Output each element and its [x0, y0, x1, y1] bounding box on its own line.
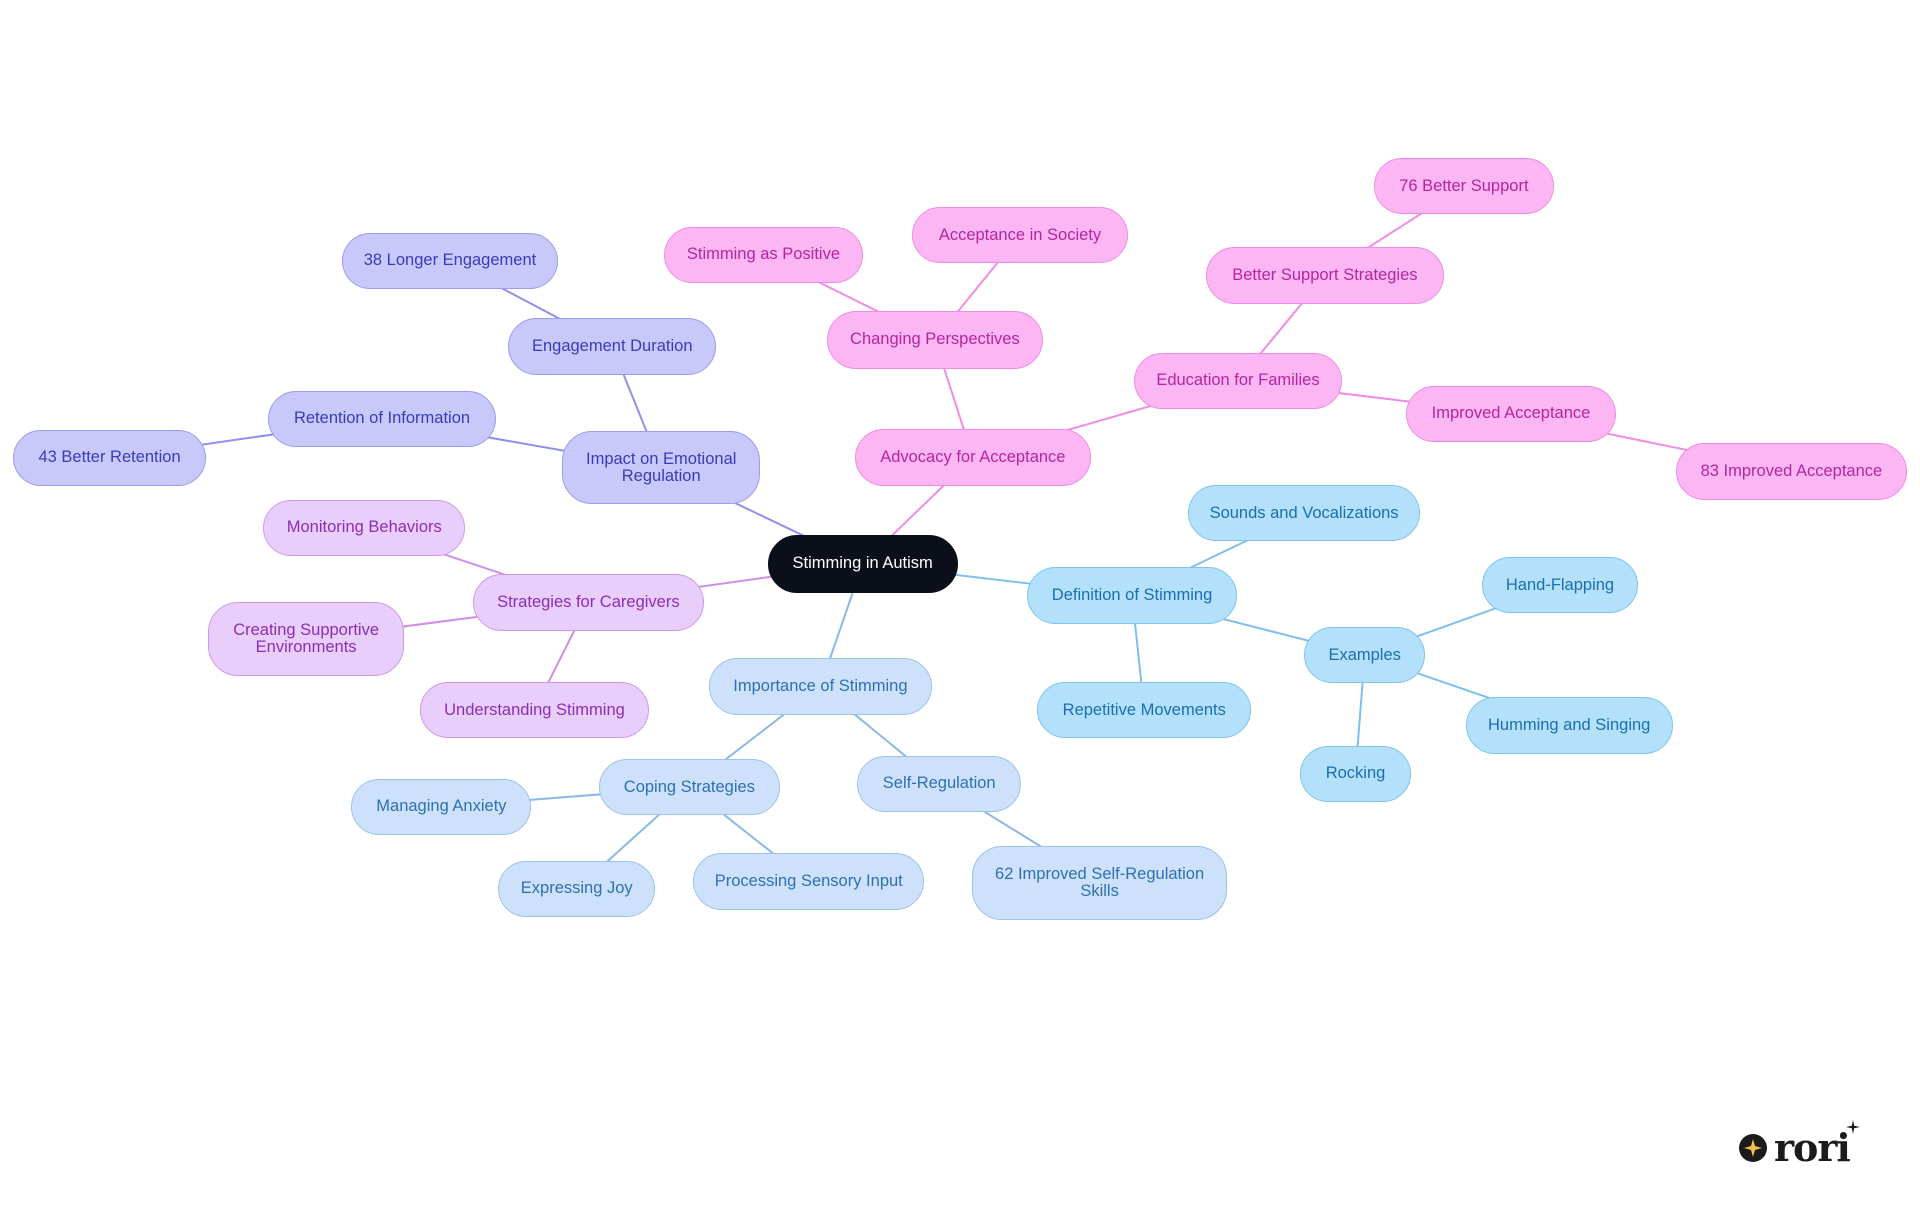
node-self-regulation[interactable]: Self-Regulation: [857, 755, 1022, 812]
node-label: Understanding Stimming: [444, 700, 625, 719]
node-38-longer-engagement[interactable]: 38 Longer Engagement: [341, 232, 559, 289]
node-advocacy-for-acceptance[interactable]: Advocacy for Acceptance: [854, 428, 1091, 487]
node-83-improved-acceptance[interactable]: 83 Improved Acceptance: [1676, 443, 1907, 500]
node-strategies-for-caregivers[interactable]: Strategies for Caregivers: [472, 574, 705, 631]
node-label: Stimming as Positive: [686, 245, 841, 264]
node-label: Education for Families: [1156, 371, 1320, 390]
central-topic[interactable]: Stimming in Autism: [767, 535, 958, 593]
node-label: 62 Improved Self-Regulation Skills: [995, 864, 1205, 900]
node-label: 38 Longer Engagement: [363, 251, 537, 270]
node-label: Repetitive Movements: [1062, 700, 1226, 719]
node-label: Monitoring Behaviors: [286, 518, 442, 537]
sparkle-icon: [1846, 1120, 1860, 1134]
node-monitoring-behaviors[interactable]: Monitoring Behaviors: [263, 499, 466, 556]
node-62-improved-self-regulation-skills[interactable]: 62 Improved Self-Regulation Skills: [972, 846, 1227, 920]
node-76-better-support[interactable]: 76 Better Support: [1373, 157, 1554, 215]
node-label: Definition of Stimming: [1051, 586, 1213, 605]
node-creating-supportive-environments[interactable]: Creating Supportive Environments: [208, 602, 405, 676]
node-label: 83 Improved Acceptance: [1700, 461, 1883, 480]
node-coping-strategies[interactable]: Coping Strategies: [598, 759, 780, 816]
node-acceptance-in-society[interactable]: Acceptance in Society: [912, 206, 1128, 264]
node-education-for-families[interactable]: Education for Families: [1133, 352, 1343, 409]
node-43-better-retention[interactable]: 43 Better Retention: [13, 429, 206, 487]
node-changing-perspectives[interactable]: Changing Perspectives: [826, 311, 1044, 369]
node-label: Examples: [1328, 645, 1401, 664]
node-rocking[interactable]: Rocking: [1300, 745, 1411, 803]
node-stimming-as-positive[interactable]: Stimming as Positive: [663, 226, 864, 283]
node-label: Acceptance in Society: [938, 225, 1102, 244]
node-humming-and-singing[interactable]: Humming and Singing: [1465, 696, 1673, 755]
node-understanding-stimming[interactable]: Understanding Stimming: [420, 682, 649, 739]
node-label: Changing Perspectives: [850, 330, 1020, 349]
node-label: Rocking: [1325, 764, 1386, 783]
node-label: Retention of Information: [293, 409, 471, 428]
node-label: Impact on Emotional Regulation: [586, 449, 737, 485]
node-label: Strategies for Caregivers: [497, 592, 680, 611]
node-label: Engagement Duration: [531, 337, 693, 356]
node-processing-sensory-input[interactable]: Processing Sensory Input: [693, 853, 925, 910]
node-label: Humming and Singing: [1488, 716, 1651, 734]
node-importance-of-stimming[interactable]: Importance of Stimming: [708, 657, 932, 716]
node-label: Sounds and Vocalizations: [1209, 503, 1399, 522]
node-engagement-duration[interactable]: Engagement Duration: [508, 318, 717, 375]
node-repetitive-movements[interactable]: Repetitive Movements: [1037, 682, 1252, 739]
node-label: 43 Better Retention: [38, 448, 181, 467]
node-improved-acceptance[interactable]: Improved Acceptance: [1405, 385, 1617, 443]
node-sounds-and-vocalizations[interactable]: Sounds and Vocalizations: [1187, 484, 1421, 542]
node-definition-of-stimming[interactable]: Definition of Stimming: [1027, 566, 1237, 625]
node-label: 76 Better Support: [1399, 176, 1529, 195]
node-label: Hand-Flapping: [1505, 575, 1615, 594]
node-hand-flapping[interactable]: Hand-Flapping: [1481, 557, 1639, 614]
node-label: Importance of Stimming: [733, 676, 908, 695]
node-label: Managing Anxiety: [376, 797, 507, 816]
node-label: Processing Sensory Input: [714, 872, 903, 891]
node-label: Improved Acceptance: [1431, 404, 1591, 423]
logo-wordmark: rori: [1774, 1125, 1851, 1170]
node-managing-anxiety[interactable]: Managing Anxiety: [351, 778, 532, 836]
node-label: Creating Supportive Environments: [233, 621, 380, 657]
node-label: Expressing Joy: [520, 879, 633, 898]
node-label: Advocacy for Acceptance: [880, 447, 1066, 466]
node-examples[interactable]: Examples: [1304, 626, 1426, 684]
star-badge-icon: [1739, 1134, 1767, 1162]
node-label: Stimming in Autism: [792, 554, 933, 573]
node-label: Coping Strategies: [623, 777, 755, 796]
node-expressing-joy[interactable]: Expressing Joy: [498, 860, 656, 918]
node-label: Better Support Strategies: [1232, 266, 1418, 284]
node-label: Self-Regulation: [882, 774, 996, 793]
node-better-support-strategies[interactable]: Better Support Strategies: [1206, 247, 1444, 304]
node-impact-on-emotional-regulation[interactable]: Impact on Emotional Regulation: [562, 431, 761, 505]
logo: rori: [1738, 1120, 1860, 1170]
node-retention-of-information[interactable]: Retention of Information: [268, 390, 496, 447]
